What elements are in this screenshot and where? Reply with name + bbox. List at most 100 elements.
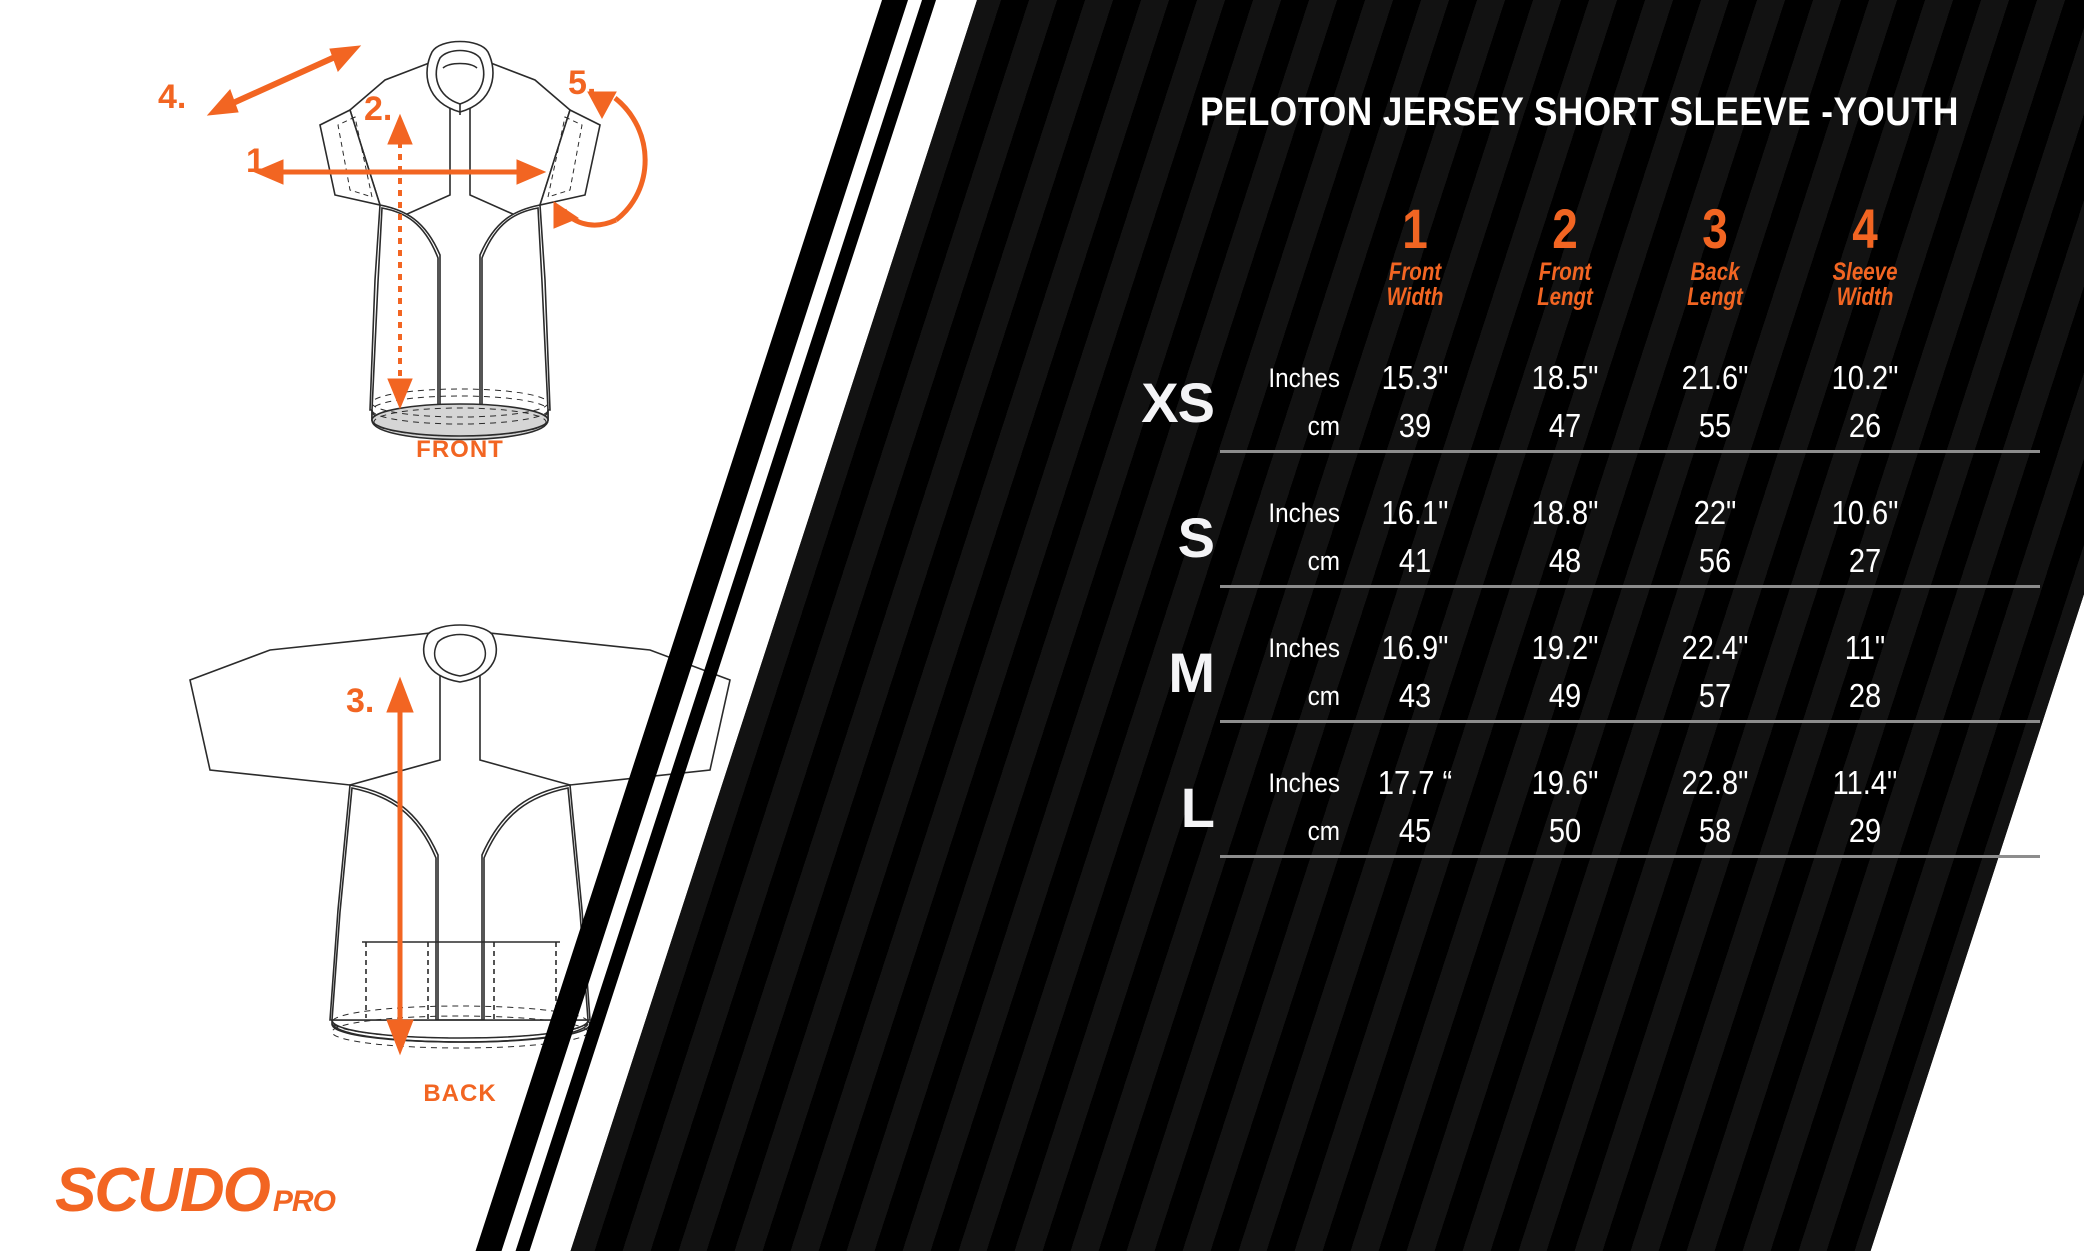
value-inches: 19.6" — [1531, 764, 1599, 801]
column-label-1: Front Width — [1354, 260, 1477, 310]
value-inches: 16.1" — [1381, 494, 1449, 531]
value-cm: 29 — [1848, 812, 1882, 849]
value-cm: 41 — [1398, 542, 1432, 579]
cell-back-length: 21.6" 55 — [1649, 354, 1781, 450]
column-label-4-line1: Sleeve — [1832, 258, 1898, 286]
callout-4-label: 4. — [158, 78, 186, 116]
unit-cm: cm — [1307, 546, 1340, 576]
value-cm: 56 — [1698, 542, 1732, 579]
cell-front-width: 16.9" 43 — [1349, 624, 1481, 720]
column-label-2: Front Lengt — [1504, 260, 1627, 310]
cell-back-length: 22.8" 58 — [1649, 759, 1781, 855]
table-row: S Inches cm 16.1" 41 18.8" 48 22" 56 10.… — [1110, 489, 2040, 585]
value-cm: 39 — [1398, 407, 1432, 444]
table-row: XS Inches cm 15.3" 39 18.5" 47 21.6" 55 … — [1110, 354, 2040, 450]
row-divider — [1220, 720, 2040, 723]
unit-labels: Inches cm — [1232, 489, 1340, 585]
column-header-3: 3 Back Lengt — [1640, 197, 1790, 310]
unit-cm: cm — [1307, 411, 1340, 441]
brand-name: SCUDO — [55, 1156, 271, 1225]
column-label-2-line1: Front — [1538, 258, 1592, 286]
value-cm: 50 — [1548, 812, 1582, 849]
cell-sleeve-width: 11" 28 — [1799, 624, 1931, 720]
cell-back-length: 22" 56 — [1649, 489, 1781, 585]
size-label: M — [1168, 640, 1215, 704]
unit-labels: Inches cm — [1232, 759, 1340, 855]
column-label-4-line2: Width — [1836, 283, 1894, 311]
value-cm: 55 — [1698, 407, 1732, 444]
unit-inches: Inches — [1268, 498, 1340, 528]
value-cm: 28 — [1848, 677, 1882, 714]
cell-back-length: 22.4" 57 — [1649, 624, 1781, 720]
value-inches: 19.2" — [1531, 629, 1599, 666]
column-number-1: 1 — [1402, 197, 1428, 260]
column-header-1: 1 Front Width — [1340, 197, 1490, 310]
column-number-3: 3 — [1702, 197, 1728, 260]
value-cm: 43 — [1398, 677, 1432, 714]
cell-front-width: 15.3" 39 — [1349, 354, 1481, 450]
table-header-row: 1 Front Width 2 Front Lengt 3 Back Lengt — [1110, 180, 2040, 310]
unit-inches: Inches — [1268, 768, 1340, 798]
cell-front-width: 16.1" 41 — [1349, 489, 1481, 585]
cell-front-length: 19.2" 49 — [1499, 624, 1631, 720]
unit-cm: cm — [1307, 681, 1340, 711]
row-divider — [1220, 585, 2040, 588]
value-inches: 18.5" — [1531, 359, 1599, 396]
column-label-2-line2: Lengt — [1537, 283, 1593, 311]
value-inches: 10.6" — [1831, 494, 1899, 531]
table-row: L Inches cm 17.7 “ 45 19.6" 50 22.8" 58 … — [1110, 759, 2040, 855]
cell-front-length: 18.8" 48 — [1499, 489, 1631, 585]
value-cm: 48 — [1548, 542, 1582, 579]
cell-sleeve-width: 10.6" 27 — [1799, 489, 1931, 585]
unit-inches: Inches — [1268, 633, 1340, 663]
column-label-1-line1: Front — [1388, 258, 1442, 286]
column-label-1-line2: Width — [1386, 283, 1444, 311]
value-inches: 18.8" — [1531, 494, 1599, 531]
size-label: L — [1180, 775, 1215, 839]
value-cm: 45 — [1398, 812, 1432, 849]
value-inches: 11.4" — [1832, 764, 1898, 801]
cell-sleeve-width: 10.2" 26 — [1799, 354, 1931, 450]
callout-1-label: 1. — [246, 142, 274, 180]
cell-front-length: 18.5" 47 — [1499, 354, 1631, 450]
column-header-2: 2 Front Lengt — [1490, 197, 1640, 310]
value-inches: 11" — [1844, 629, 1886, 666]
callout-3-label: 3. — [346, 682, 374, 720]
value-inches: 16.9" — [1381, 629, 1449, 666]
size-label: S — [1177, 505, 1215, 569]
value-cm: 57 — [1698, 677, 1732, 714]
value-inches: 22.4" — [1681, 629, 1749, 666]
brand-suffix: PRO — [272, 1185, 336, 1218]
column-label-4: Sleeve Width — [1804, 260, 1927, 310]
row-divider — [1220, 450, 2040, 453]
size-label: XS — [1141, 370, 1215, 434]
unit-labels: Inches cm — [1232, 354, 1340, 450]
value-inches: 21.6" — [1681, 359, 1749, 396]
value-cm: 47 — [1548, 407, 1582, 444]
value-cm: 58 — [1698, 812, 1732, 849]
unit-inches: Inches — [1268, 363, 1340, 393]
cell-sleeve-width: 11.4" 29 — [1799, 759, 1931, 855]
column-label-3: Back Lengt — [1654, 260, 1777, 310]
table-row: M Inches cm 16.9" 43 19.2" 49 22.4" 57 1… — [1110, 624, 2040, 720]
value-inches: 17.7 “ — [1377, 764, 1453, 801]
row-divider — [1220, 855, 2040, 858]
value-inches: 10.2" — [1831, 359, 1899, 396]
unit-cm: cm — [1307, 816, 1340, 846]
size-table: 1 Front Width 2 Front Lengt 3 Back Lengt — [1110, 180, 2040, 858]
column-number-2: 2 — [1552, 197, 1578, 260]
value-inches: 22" — [1693, 494, 1737, 531]
unit-labels: Inches cm — [1232, 624, 1340, 720]
value-cm: 26 — [1848, 407, 1882, 444]
column-number-4: 4 — [1852, 197, 1878, 260]
cell-front-width: 17.7 “ 45 — [1349, 759, 1481, 855]
value-cm: 49 — [1548, 677, 1582, 714]
value-cm: 27 — [1848, 542, 1882, 579]
column-header-4: 4 Sleeve Width — [1790, 197, 1940, 310]
callout-2-label: 2. — [364, 90, 392, 128]
page-title: PELOTON JERSEY SHORT SLEEVE -YOUTH — [1200, 90, 1959, 134]
cell-front-length: 19.6" 50 — [1499, 759, 1631, 855]
value-inches: 15.3" — [1381, 359, 1449, 396]
